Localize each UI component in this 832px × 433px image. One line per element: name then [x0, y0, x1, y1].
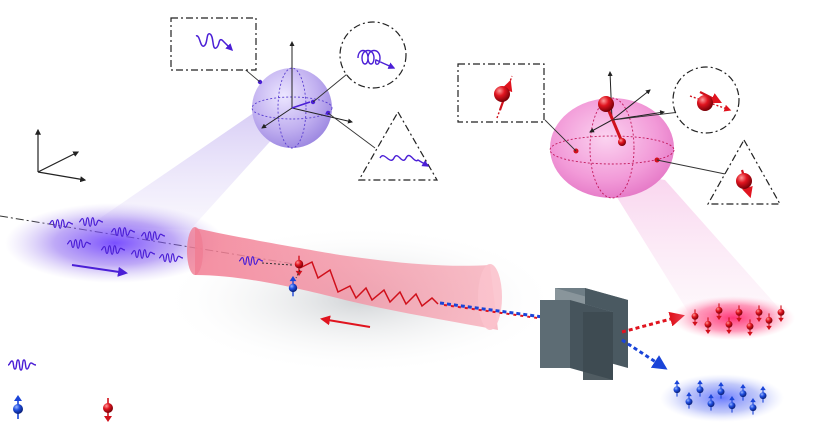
photon-cloud — [5, 203, 225, 283]
electron-beam — [439, 301, 553, 321]
spin-down-electron-cloud — [671, 296, 795, 340]
laser-direction-arrow — [320, 315, 371, 328]
interaction-point — [261, 255, 304, 297]
photon-projection-cone — [90, 112, 285, 230]
spin-up-electron-icon — [12, 395, 24, 420]
spin-down-electron-icon — [102, 397, 114, 422]
electron-superposition-inset — [672, 66, 740, 134]
elliptical-polarization-inset — [357, 110, 439, 181]
photon-direction-arrow — [71, 264, 128, 277]
electron-up-state-inset — [457, 63, 545, 123]
coordinate-axes-icon — [35, 128, 87, 183]
circular-polarization-inset — [339, 21, 407, 89]
spin-up-electron-cloud — [660, 374, 784, 422]
electron-projection-cone — [600, 170, 785, 315]
laser-wave — [299, 260, 439, 308]
linear-polarization-inset — [170, 17, 257, 71]
spin-down-output-arrow — [621, 338, 668, 370]
photon-wavepacket-icon — [7, 359, 37, 371]
beam-splitter-icon — [540, 288, 628, 380]
electron-down-state-inset — [706, 138, 782, 205]
laser-beam — [187, 227, 502, 330]
legend — [7, 359, 114, 422]
bloch-sphere-icon — [544, 71, 731, 199]
